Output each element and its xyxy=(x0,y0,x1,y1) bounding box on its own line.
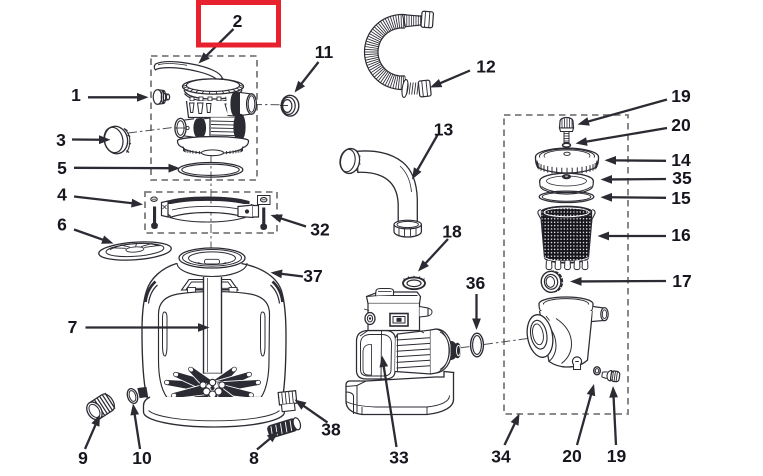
svg-text:20: 20 xyxy=(671,115,691,135)
svg-text:12: 12 xyxy=(476,57,496,77)
svg-text:5: 5 xyxy=(57,158,67,178)
svg-text:1: 1 xyxy=(71,85,81,105)
svg-text:11: 11 xyxy=(315,42,334,62)
svg-text:16: 16 xyxy=(671,225,691,245)
svg-text:32: 32 xyxy=(310,220,330,240)
svg-text:7: 7 xyxy=(68,317,78,337)
svg-text:17: 17 xyxy=(672,271,691,291)
svg-text:10: 10 xyxy=(132,448,152,468)
svg-text:4: 4 xyxy=(57,185,67,205)
svg-text:19: 19 xyxy=(607,446,627,466)
svg-text:13: 13 xyxy=(434,120,454,140)
svg-text:3: 3 xyxy=(56,130,66,150)
svg-text:38: 38 xyxy=(321,420,341,440)
svg-text:6: 6 xyxy=(57,215,67,235)
svg-text:37: 37 xyxy=(303,266,322,286)
svg-text:18: 18 xyxy=(442,222,462,242)
svg-text:9: 9 xyxy=(78,448,88,468)
svg-text:14: 14 xyxy=(671,150,691,170)
svg-text:15: 15 xyxy=(671,188,691,208)
svg-text:36: 36 xyxy=(466,273,486,293)
svg-text:35: 35 xyxy=(672,168,692,188)
svg-text:8: 8 xyxy=(249,448,259,468)
svg-text:33: 33 xyxy=(389,448,409,468)
svg-text:20: 20 xyxy=(562,446,582,466)
svg-text:34: 34 xyxy=(491,447,511,467)
svg-text:19: 19 xyxy=(671,86,691,106)
svg-text:2: 2 xyxy=(233,11,243,31)
